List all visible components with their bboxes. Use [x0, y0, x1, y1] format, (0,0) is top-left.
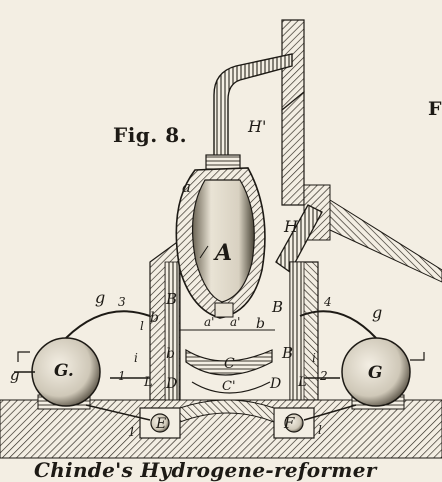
label-3: 3	[118, 295, 126, 309]
gas-holder-left	[14, 310, 151, 421]
label-b-right2: B	[281, 344, 293, 362]
figure-caption: Chinde's Hydrogene-reformer	[34, 458, 377, 482]
label-i-right: i	[312, 351, 316, 365]
flue-pipe-h-prime	[205, 53, 293, 170]
label-g-right: G	[368, 363, 383, 383]
label-4: 4	[323, 295, 332, 309]
label-d-right: D	[269, 376, 281, 392]
label-b-small-right1: b	[256, 316, 265, 332]
label-f: F	[283, 414, 295, 432]
label-b-small-left2: b	[166, 346, 175, 362]
label-b-left: B	[165, 290, 177, 308]
label-c-prime: C'	[222, 379, 236, 394]
label-d-left: D	[165, 376, 177, 392]
label-l-small-right: l	[318, 423, 322, 437]
label-h-prime: H'	[247, 117, 266, 136]
burner-e-left	[150, 413, 170, 433]
label-1-left: 1	[118, 369, 126, 383]
retort-vessel-a	[175, 167, 266, 319]
page-edge-letter: F	[428, 98, 442, 120]
label-a-small: a	[182, 178, 191, 196]
label-g-top-left: g	[95, 288, 105, 307]
label-l-right: L	[297, 375, 307, 390]
label-h: H	[283, 217, 299, 236]
label-b-small-left1: b	[150, 310, 159, 326]
label-2-right: 2	[319, 369, 328, 383]
label-l-left: L	[143, 375, 153, 390]
figure-letter-labels: A H' H a B B b b b B a' a' C C' D D E F …	[10, 117, 383, 439]
burner-f-right	[284, 413, 304, 433]
label-a: A	[213, 240, 232, 266]
label-g-left: G.	[54, 361, 74, 381]
label-b-right: B	[271, 298, 283, 316]
label-l-small-left: l	[140, 319, 144, 333]
figure-title: Fig. 8.	[113, 123, 188, 147]
label-i-left: i	[134, 351, 138, 365]
label-g-top-right: g	[372, 303, 382, 322]
label-g-left-side: g	[10, 366, 20, 384]
side-pipe-h	[275, 204, 323, 273]
label-a-prime-right: a'	[230, 315, 240, 329]
label-a-prime-left: a'	[204, 315, 214, 329]
label-1-left-b: 1	[128, 425, 136, 439]
inlet-pipes	[110, 245, 340, 379]
label-c: C	[224, 356, 235, 372]
gas-holder-right	[299, 310, 425, 421]
lower-chamber-c	[180, 329, 275, 394]
label-e: E	[155, 416, 166, 432]
